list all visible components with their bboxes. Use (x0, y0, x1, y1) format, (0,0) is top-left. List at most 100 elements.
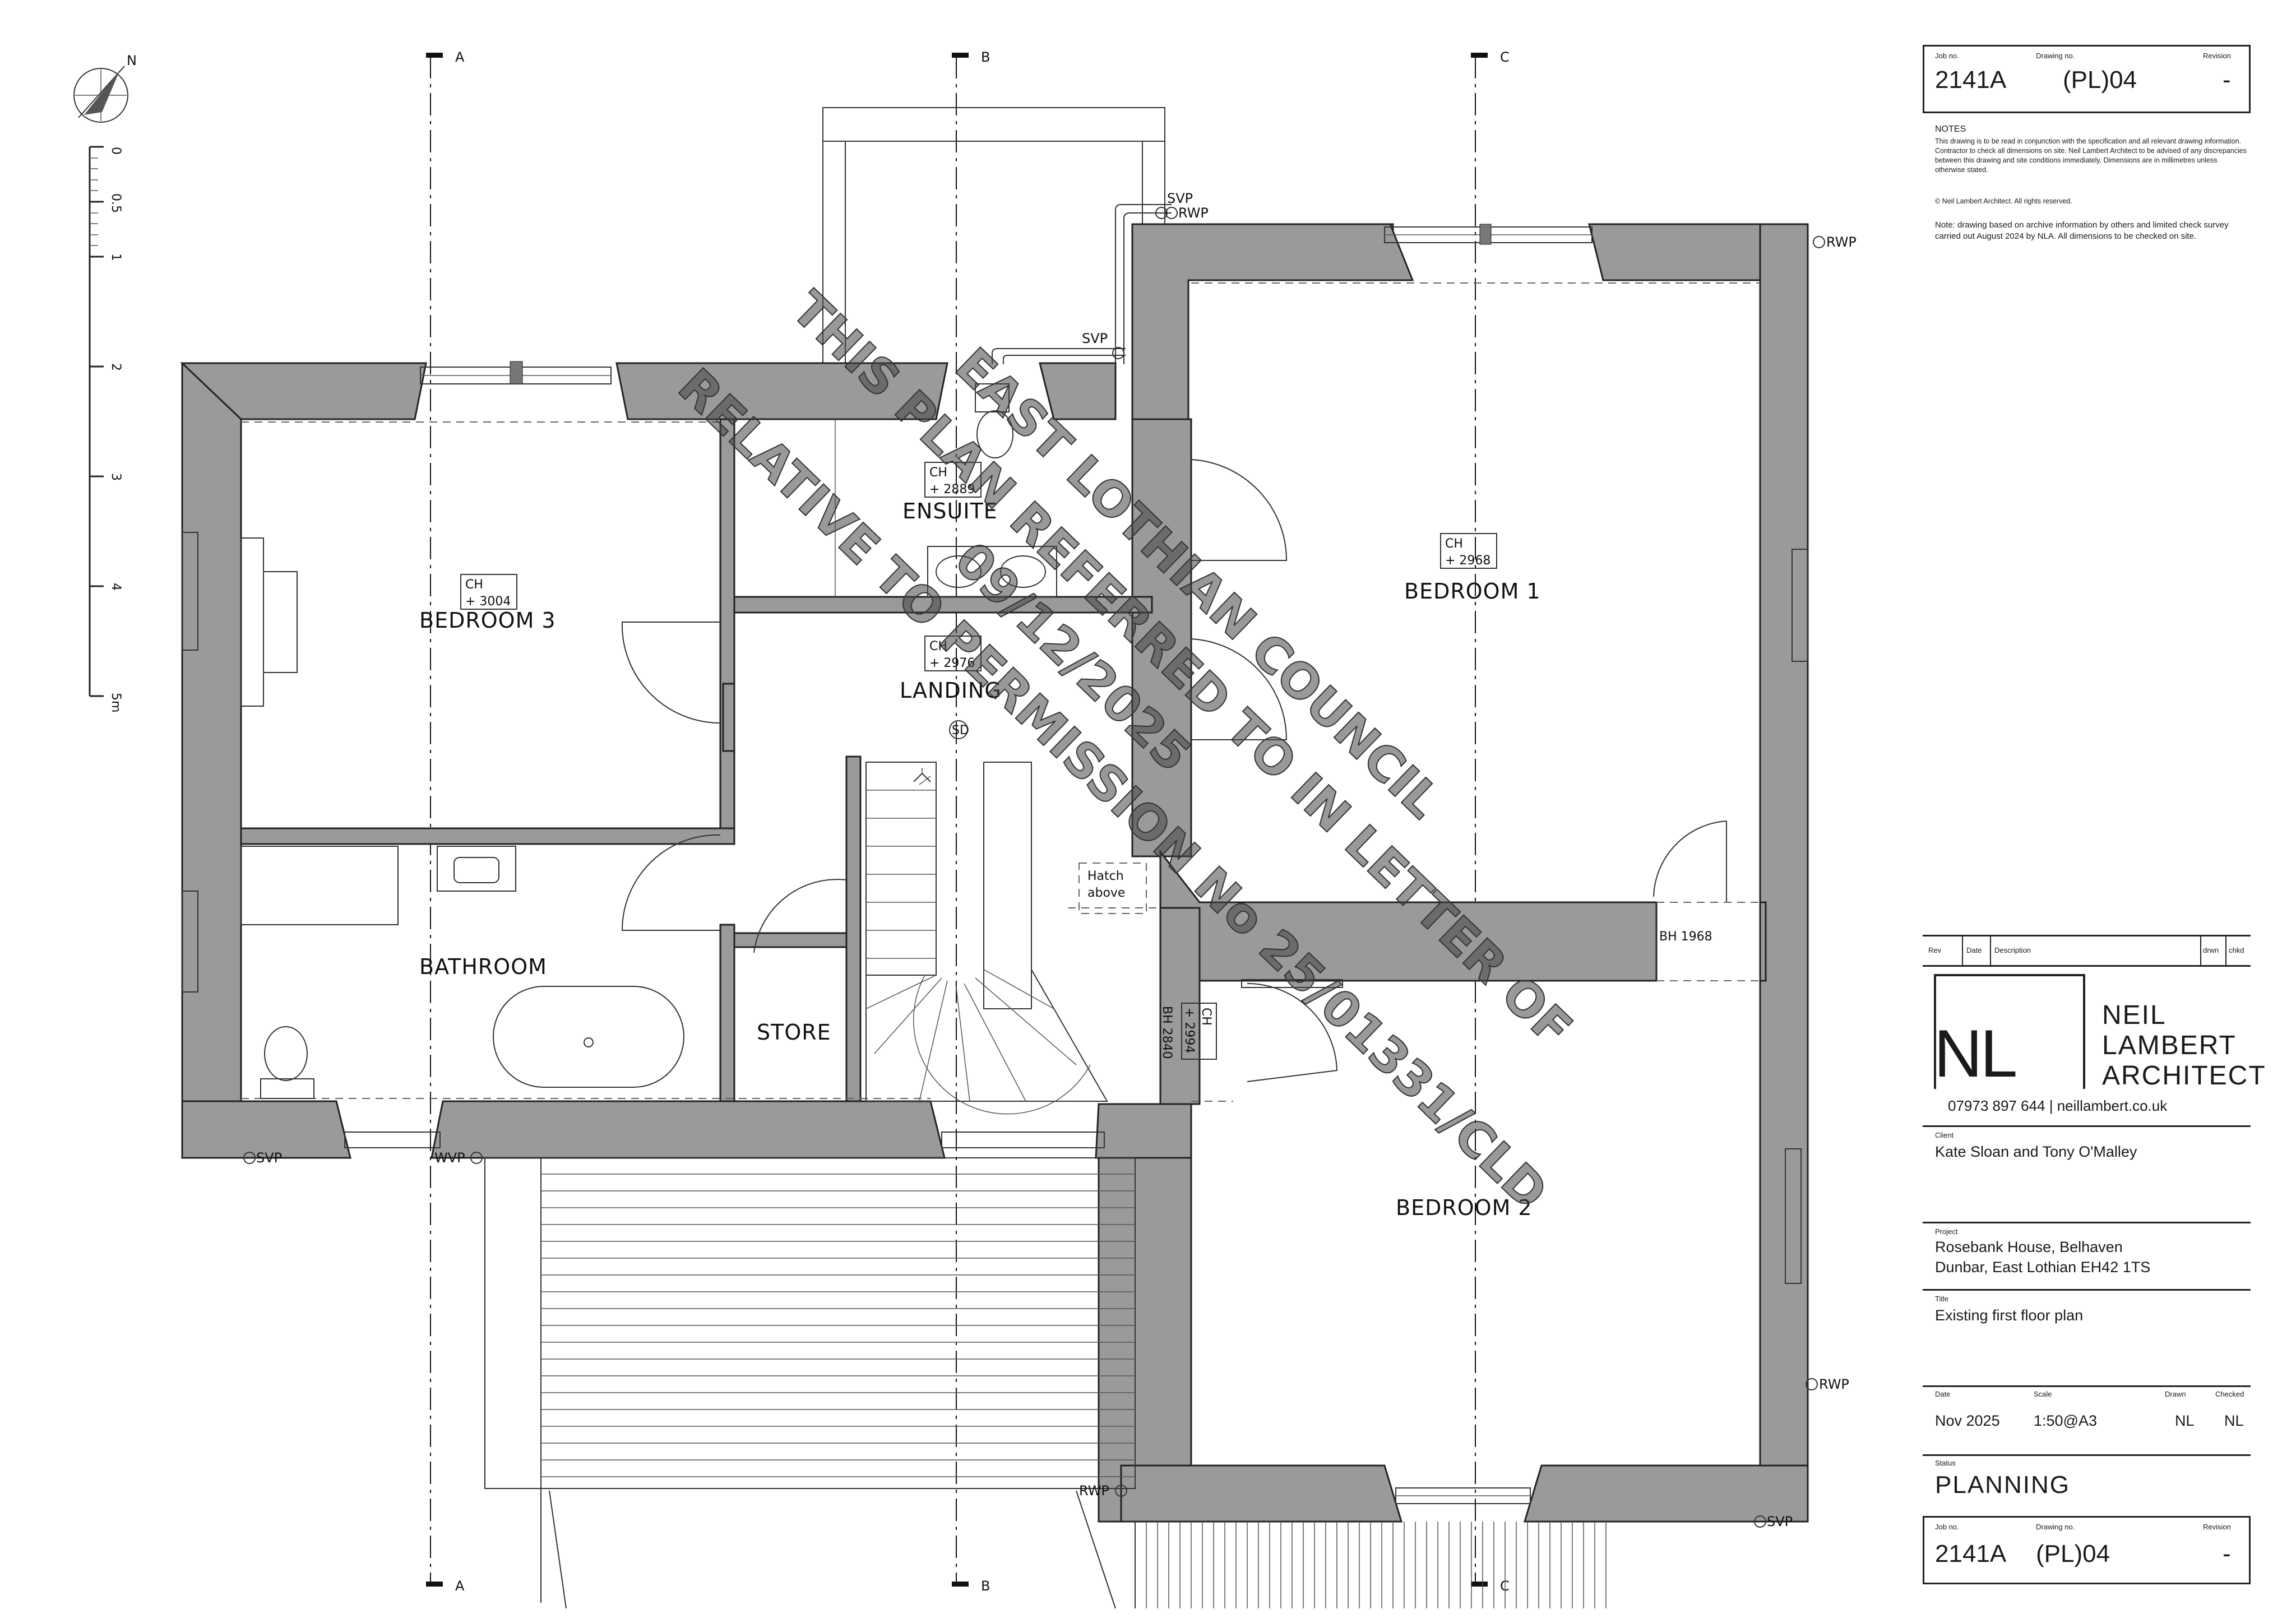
scale-label: Scale (2034, 1390, 2052, 1398)
fixtures (240, 383, 1057, 1099)
room-label-bedroom-1: BEDROOM 1 (1404, 579, 1541, 604)
scale-tick-label: 1 (109, 253, 123, 261)
hatch-label-2: above (1087, 886, 1125, 900)
ch-label: CH (465, 578, 483, 592)
project-label: Project (1935, 1227, 1958, 1236)
scale-tick-label: 3 (109, 473, 123, 481)
company-name-3: ARCHITECT (2102, 1061, 2266, 1091)
job-no-label: Job no. (1935, 1523, 1959, 1531)
doors (621, 459, 1727, 1082)
ch-ensuite: + 2889 (929, 483, 975, 497)
revision-label: Revision (2203, 1523, 2231, 1531)
rwp-label: RWP (1826, 234, 1857, 250)
ceiling-lines (241, 282, 1760, 1102)
company-contact: 07973 897 644 | neillambert.co.uk (1948, 1097, 2168, 1114)
ch-stair: + 2994 (1182, 1008, 1196, 1053)
grid-label-b: B (981, 49, 990, 65)
description-column-label: Description (1994, 946, 2031, 954)
grid-label-b-bottom: B (981, 1578, 990, 1594)
logo-mark: NL (1934, 1016, 2017, 1091)
rev-column-label: Rev (1928, 946, 1942, 954)
company-name-1: NEIL (2102, 1000, 2167, 1030)
revision: - (2223, 66, 2231, 94)
drawing-date: Nov 2025 (1935, 1412, 2000, 1429)
hatch-outline (1078, 862, 1147, 914)
beam-height-2840: BH 2840 (1160, 1006, 1174, 1059)
hatch-label-1: Hatch (1087, 869, 1124, 883)
drawing-no: (PL)04 (2036, 1540, 2110, 1568)
room-label-landing: LANDING (900, 678, 1002, 703)
ch-landing: + 2976 (929, 656, 975, 670)
company-name-2: LAMBERT (2102, 1031, 2237, 1060)
scale-tick-label: 5m (109, 693, 123, 712)
wvp-label: WVP (434, 1150, 465, 1166)
drawn-by: NL (2175, 1412, 2195, 1429)
porch-outline (822, 107, 1165, 363)
revision-label: Revision (2203, 52, 2231, 60)
room-labels: BEDROOM 1 BEDROOM 2 BEDROOM 3 ENSUITE LA… (419, 499, 1541, 1220)
client-label: Client (1935, 1131, 1954, 1139)
room-label-ensuite: ENSUITE (902, 499, 998, 523)
ch-bedroom3: + 3004 (465, 595, 511, 609)
ch-bedroom1: + 2968 (1445, 554, 1490, 568)
scale-tick-label: 0.5 (109, 193, 123, 213)
ch-label: CH (1445, 537, 1463, 551)
title-label: Title (1935, 1295, 1949, 1303)
job-box-bottom (1923, 1516, 2251, 1584)
ceiling-height-tags: CH + 2889 CH + 3004 CH + 2976 CH + 2968 … (460, 462, 1712, 1060)
checked-label: Checked (2215, 1390, 2244, 1398)
north-label: N (127, 53, 137, 68)
stair (865, 762, 1108, 1115)
drwn-column-label: drwn (2203, 946, 2219, 954)
drawing-scale: 1:50@A3 (2034, 1412, 2097, 1429)
section-grid-lines: A B C A B C (426, 49, 1510, 1594)
ch-label: CH (929, 466, 947, 480)
room-label-store: STORE (757, 1020, 831, 1045)
scale-tick-label: 4 (109, 583, 123, 591)
status-label: Status (1935, 1459, 1956, 1467)
job-no: 2141A (1935, 1540, 2007, 1568)
rwp-label: RWP (1079, 1483, 1109, 1499)
revision: - (2223, 1540, 2231, 1568)
north-arrow: N (73, 53, 137, 123)
job-no: 2141A (1935, 66, 2007, 94)
grid-label-a: A (455, 49, 465, 65)
beam-height-1968: BH 1968 (1659, 930, 1712, 944)
drawing-status: PLANNING (1935, 1471, 2070, 1499)
drawn-label: Drawn (2165, 1390, 2186, 1398)
svp-label: SVP (1767, 1514, 1793, 1529)
notes-copyright: © Neil Lambert Architect. All rights res… (1935, 197, 2072, 205)
ch-label: CH (1199, 1008, 1213, 1026)
checked-by: NL (2224, 1412, 2244, 1429)
pipe-runs (992, 204, 1172, 364)
scale-tick-label: 0 (109, 147, 123, 155)
notes-text: This drawing is to be read in conjunctio… (1935, 137, 2247, 174)
notes-survey: Note: drawing based on archive informati… (1935, 220, 2229, 241)
windows (182, 224, 1808, 1504)
svp-label: SVP (1082, 331, 1108, 346)
job-no-label: Job no. (1935, 52, 1959, 60)
svp-label: SVP (256, 1150, 282, 1166)
walls (180, 223, 1809, 1523)
room-label-bedroom-2: BEDROOM 2 (1396, 1195, 1533, 1220)
chkd-column-label: chkd (2229, 946, 2244, 954)
project-line-2: Dunbar, East Lothian EH42 1TS (1935, 1259, 2151, 1276)
drawing-no: (PL)04 (2063, 66, 2137, 94)
smoke-detector-label: SD (952, 724, 969, 738)
room-label-bedroom-3: BEDROOM 3 (419, 608, 556, 633)
project-line-1: Rosebank House, Belhaven (1935, 1239, 2123, 1255)
ch-label: CH (929, 639, 947, 653)
rwp-label: RWP (1819, 1376, 1849, 1392)
rwp-label: RWP (1178, 205, 1209, 221)
job-box-top (1923, 45, 2251, 113)
scale-tick-label: 2 (109, 363, 123, 371)
drawing-title: Existing first floor plan (1935, 1307, 2084, 1324)
drawing-no-label: Drawing no. (2036, 1523, 2075, 1531)
client-name: Kate Sloan and Tony O'Malley (1935, 1143, 2137, 1160)
date-label: Date (1935, 1390, 1951, 1398)
room-label-bathroom: BATHROOM (419, 954, 547, 979)
drawing-no-label: Drawing no. (2036, 52, 2075, 60)
scale-bar: 0 0.5 1 2 3 4 5m (89, 146, 123, 712)
pipe-markers: SVP RWP SVP RWP SVP WVP RWP RWP SVP SD (243, 191, 1857, 1529)
